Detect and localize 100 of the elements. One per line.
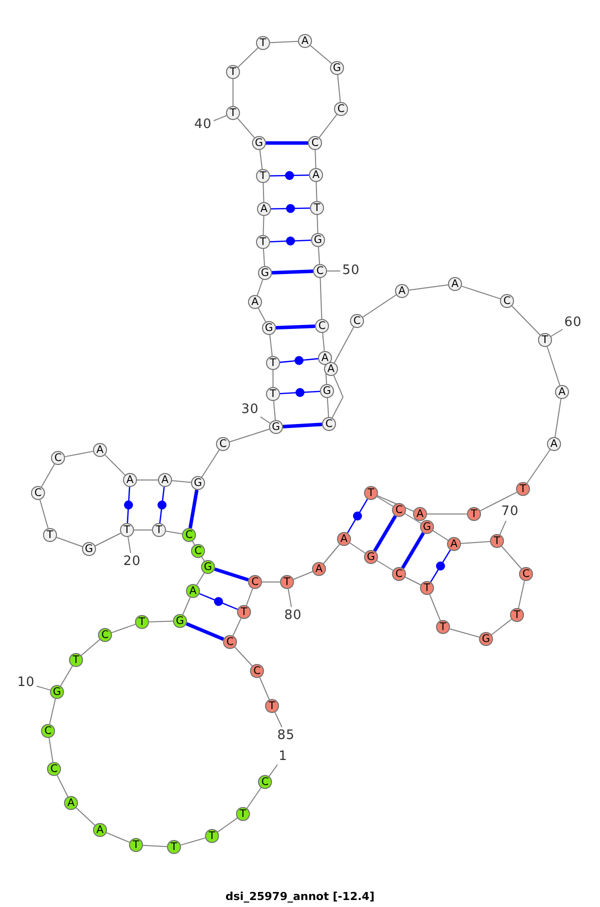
- nucleotide-circle: T: [265, 699, 279, 713]
- backbone-line: [349, 542, 366, 554]
- position-number: 70: [501, 505, 519, 519]
- nucleotide-circle: A: [395, 284, 409, 298]
- base-pair-line: [280, 390, 320, 394]
- nucleotide-circle: A: [312, 562, 326, 576]
- backbone-line: [262, 248, 266, 267]
- nucleotide-circle: T: [490, 534, 504, 548]
- base-pair-line: [280, 358, 318, 363]
- nucleotide-circle: T: [420, 581, 434, 595]
- nucleotide-circle: A: [555, 385, 569, 399]
- nucleotide-circle: C: [313, 264, 327, 278]
- nucleotide-circle: T: [129, 838, 143, 852]
- backbone-line: [362, 294, 397, 318]
- base-pair-line: [159, 486, 165, 524]
- nucleotide-circle: T: [256, 235, 270, 249]
- nucleotide-circle: A: [257, 202, 271, 216]
- backbone-line: [332, 374, 344, 418]
- position-number: 20: [123, 555, 141, 569]
- nucleotide-circle: T: [226, 65, 240, 79]
- nucleotide-circle: T: [69, 653, 83, 667]
- nucleotide-circle: C: [392, 503, 406, 517]
- backbone-line: [449, 628, 480, 638]
- nucleotide-circle: G: [330, 61, 344, 75]
- backbone-line: [337, 74, 341, 103]
- backbone-line: [48, 737, 54, 763]
- nucleotide-circle: T: [310, 201, 324, 215]
- backbone-line: [217, 818, 238, 832]
- backbone-line: [237, 118, 255, 138]
- base-pair-line: [214, 567, 249, 582]
- position-number: 85: [277, 729, 295, 743]
- nucleotide-circle: A: [337, 532, 351, 546]
- backbone-line: [180, 837, 206, 846]
- nucleotide-circle: C: [392, 567, 406, 581]
- backbone-line: [376, 496, 394, 507]
- backbone-line: [148, 620, 174, 622]
- position-number: 80: [284, 609, 302, 623]
- nucleotide-circle: C: [250, 664, 264, 678]
- nucleotide-circle: C: [223, 635, 237, 649]
- base-pair-line: [199, 593, 238, 610]
- nucleotide-circle: C: [519, 567, 533, 581]
- position-number: 50: [342, 264, 360, 278]
- backbone-line: [56, 536, 83, 548]
- backbone-line: [491, 618, 512, 636]
- backbone-line: [554, 398, 562, 438]
- base-pair-line: [188, 490, 199, 528]
- backbone-line: [246, 787, 262, 809]
- nucleotide-circle: C: [322, 417, 336, 431]
- nucleotide-circle: C: [315, 319, 329, 333]
- backbone-line: [171, 480, 192, 483]
- backbone-line: [480, 492, 518, 512]
- nucleotide-circle: C: [182, 528, 196, 542]
- leader-line: [36, 686, 51, 691]
- backbone-line: [404, 576, 422, 586]
- nucleotide-circle: C: [51, 451, 65, 465]
- backbone-line: [501, 546, 522, 570]
- nucleotide-circle: T: [436, 620, 450, 634]
- base-pair-line: [401, 532, 425, 569]
- nucleotide-circle: T: [266, 356, 280, 370]
- nucleotide-circle: C: [334, 102, 348, 116]
- backbone-line: [460, 540, 491, 544]
- backbone-line: [258, 308, 266, 322]
- backbone-line: [182, 596, 191, 616]
- backbone-line: [165, 530, 183, 534]
- backbone-line: [292, 571, 314, 580]
- backbone-line: [229, 428, 270, 442]
- nucleotide-circle: C: [98, 628, 112, 642]
- backbone-line: [461, 286, 501, 300]
- nucleotide-circle: T: [256, 36, 270, 50]
- nucleotide-circle: G: [320, 384, 334, 398]
- backbone-line: [49, 698, 56, 725]
- nucleotide-circle: A: [309, 168, 323, 182]
- nucleotide-circle: A: [447, 537, 461, 551]
- backbone-line: [511, 306, 541, 336]
- nucleotide-circle: T: [364, 486, 378, 500]
- position-number: 60: [564, 316, 582, 330]
- nucleotide-circle: G: [364, 550, 378, 564]
- nucleotide-circle: T: [152, 523, 166, 537]
- nucleotide-circle: T: [205, 829, 219, 843]
- nucleotide-circle: C: [191, 544, 205, 558]
- backbone-line: [270, 40, 298, 44]
- nucleotide-circle: A: [93, 443, 107, 457]
- backbone-line: [262, 216, 264, 236]
- nucleotide-circle: C: [31, 486, 45, 500]
- backbone-line: [404, 513, 422, 524]
- backbone-line: [314, 150, 316, 168]
- base-pair-line: [272, 270, 314, 274]
- nucleotide-circle: C: [41, 724, 55, 738]
- nucleotide-circle: G: [173, 614, 187, 628]
- nucleotide-circle: T: [516, 482, 530, 496]
- backbone-line: [64, 450, 94, 458]
- backbone-line: [80, 639, 100, 656]
- backbone-line: [259, 149, 263, 170]
- backbone-line: [320, 278, 322, 320]
- nucleotide-circle: C: [500, 294, 514, 308]
- backbone-line: [318, 114, 338, 138]
- nucleotide-circle: G: [420, 520, 434, 534]
- nucleotide-circle: C: [350, 314, 364, 328]
- backbone-line: [40, 464, 56, 488]
- base-pair-line: [270, 174, 310, 177]
